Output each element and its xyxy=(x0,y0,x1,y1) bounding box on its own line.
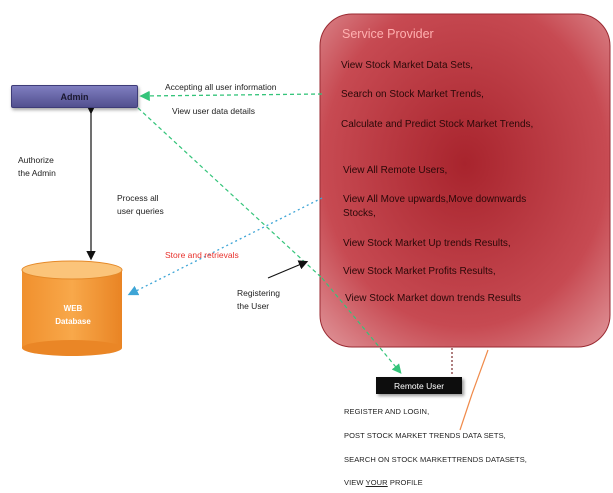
store-retrieval-arrow xyxy=(127,197,323,296)
registering-user-label: Registering the User xyxy=(237,287,280,313)
remote-item-post-datasets: POST STOCK MARKET TRENDS DATA SETS, xyxy=(344,431,506,440)
profile-suffix: PROFILE xyxy=(387,478,423,487)
accepting-info-label: Accepting all user information xyxy=(165,82,277,92)
registering-line1: Registering xyxy=(237,288,280,298)
view-user-data-label: View user data details xyxy=(172,106,256,116)
process-queries-label: Process all user queries xyxy=(117,192,164,218)
remote-item-view-profile: VIEW YOUR PROFILE xyxy=(344,478,423,487)
database-cylinder xyxy=(21,260,123,356)
profile-prefix: VIEW xyxy=(344,478,366,487)
remote-user-label: Remote User xyxy=(393,380,445,391)
sp-item-move-stocks: View All Move upwards,Move downwards Sto… xyxy=(343,194,527,219)
registering-line2: the User xyxy=(237,301,270,311)
sp-item-profits: View Stock Market Profits Results, xyxy=(343,266,496,277)
sp-item-view-remote-users: View All Remote Users, xyxy=(343,165,448,176)
database-label-line2: Database xyxy=(55,317,91,326)
profile-emphasis: YOUR xyxy=(365,478,388,487)
registering-user-arrow xyxy=(267,260,309,279)
authorize-admin-label: Authorize the Admin xyxy=(18,154,56,180)
remote-item-register: REGISTER AND LOGIN, xyxy=(344,407,430,416)
authorize-line1: Authorize xyxy=(18,155,54,165)
sp-item-view-datasets: View Stock Market Data Sets, xyxy=(341,60,474,71)
sp-item-calculate-predict: Calculate and Predict Stock Market Trend… xyxy=(341,119,534,130)
sp-item-down-trends: View Stock Market down trends Results xyxy=(345,293,522,304)
admin-box: Admin xyxy=(11,85,138,108)
remote-item-search-datasets: SEARCH ON STOCK MARKETTRENDS DATASETS, xyxy=(344,455,527,464)
orange-connector xyxy=(471,349,489,395)
process-line2: user queries xyxy=(117,206,164,216)
admin-label: Admin xyxy=(60,91,89,102)
service-provider-title: Service Provider xyxy=(342,27,434,41)
sp-item-search-trends: Search on Stock Market Trends, xyxy=(341,89,484,100)
authorize-line2: the Admin xyxy=(18,168,56,178)
sp-item-up-trends: View Stock Market Up trends Results, xyxy=(343,238,511,249)
process-line1: Process all xyxy=(117,193,159,203)
database-label: WEB Database xyxy=(28,302,118,328)
database-label-line1: WEB xyxy=(63,304,83,313)
service-provider-box xyxy=(319,13,611,348)
remote-user-box: Remote User xyxy=(376,377,462,394)
store-retrieval-label: Store and retrievals xyxy=(165,250,239,260)
accepting-info-arrow xyxy=(139,90,323,102)
